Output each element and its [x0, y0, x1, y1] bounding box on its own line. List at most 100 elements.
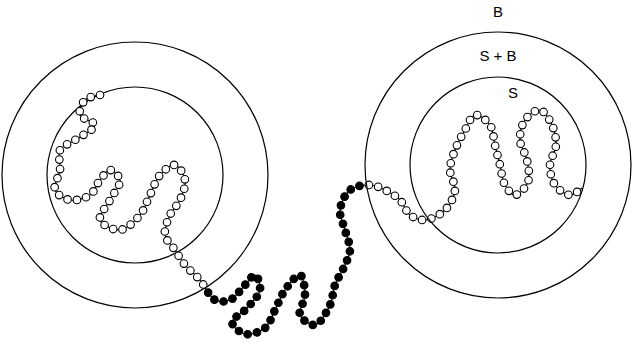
filled-bead: [261, 324, 269, 332]
filled-bead: [326, 301, 334, 309]
open-bead: [447, 159, 455, 167]
open-bead: [545, 116, 553, 124]
open-bead: [552, 134, 560, 142]
open-bead: [546, 161, 554, 169]
filled-bead: [271, 308, 279, 316]
filled-bead: [329, 291, 337, 299]
open-bead: [127, 221, 135, 229]
filled-bead: [220, 298, 228, 306]
open-bead: [55, 191, 63, 199]
open-bead: [450, 178, 458, 186]
open-bead: [448, 196, 456, 204]
open-bead: [398, 198, 406, 206]
circle-border: [410, 77, 586, 253]
filled-bead: [244, 330, 252, 338]
filled-bead: [204, 289, 212, 297]
filled-bead: [229, 295, 237, 303]
open-bead: [96, 214, 104, 222]
open-bead: [170, 161, 178, 169]
filled-bead: [322, 309, 330, 317]
inner-region-circle: S: [410, 77, 586, 253]
filled-bead: [345, 238, 353, 246]
outer-region-circle: S + B S: [365, 32, 631, 298]
open-bead: [88, 126, 96, 134]
open-bead: [94, 179, 102, 187]
open-bead: [51, 183, 59, 191]
open-bead: [187, 267, 195, 275]
filled-bead: [300, 281, 308, 289]
open-bead: [524, 113, 532, 121]
filled-bead: [301, 291, 309, 299]
open-bead: [517, 140, 525, 148]
open-bead: [521, 149, 529, 157]
filled-bead: [211, 296, 219, 304]
open-bead: [573, 188, 581, 196]
open-bead: [177, 167, 185, 175]
open-bead: [72, 136, 80, 144]
filled-bead: [235, 327, 243, 335]
filled-bead: [254, 275, 262, 283]
filled-bead: [279, 290, 287, 298]
filled-bead: [242, 281, 250, 289]
open-bead: [482, 116, 490, 124]
open-bead: [56, 156, 64, 164]
open-bead: [96, 91, 104, 99]
open-bead: [491, 142, 499, 150]
open-bead: [64, 196, 72, 204]
open-bead: [451, 187, 459, 195]
open-bead: [180, 185, 188, 193]
region-label: S + B: [479, 48, 516, 65]
open-bead: [139, 207, 147, 215]
filled-bead: [296, 309, 304, 317]
open-bead: [549, 124, 557, 132]
open-bead: [56, 165, 64, 173]
filled-bead: [299, 300, 307, 308]
filled-bead: [337, 202, 345, 210]
open-bead: [531, 107, 539, 115]
open-bead: [199, 281, 207, 289]
open-bead: [547, 170, 555, 178]
open-bead: [151, 181, 159, 189]
open-bead: [73, 196, 81, 204]
open-bead: [519, 121, 527, 129]
open-bead: [556, 187, 564, 195]
filled-bead: [343, 257, 351, 265]
open-bead: [115, 181, 123, 189]
open-bead: [80, 131, 88, 139]
open-bead: [525, 167, 533, 175]
open-bead: [409, 213, 417, 221]
open-bead: [180, 260, 188, 268]
open-bead: [453, 142, 461, 150]
open-bead: [462, 125, 470, 133]
open-bead: [89, 119, 97, 127]
open-bead: [516, 130, 524, 138]
filled-bead: [317, 317, 325, 325]
filled-bead: [339, 265, 347, 273]
open-bead: [436, 210, 444, 218]
filled-bead: [341, 193, 349, 201]
filled-bead: [253, 329, 261, 337]
filled-bead: [240, 307, 248, 315]
open-bead: [161, 228, 169, 236]
filled-bead: [336, 211, 344, 219]
open-bead: [498, 170, 506, 178]
filled-bead: [347, 186, 355, 194]
open-bead: [172, 202, 180, 210]
open-bead: [193, 273, 201, 281]
inner-region-circle: [47, 87, 223, 263]
open-bead: [181, 176, 189, 184]
region-label: S: [508, 85, 518, 102]
open-bead: [549, 152, 557, 160]
filled-bead: [290, 275, 298, 283]
open-bead: [418, 216, 426, 224]
open-bead: [114, 172, 122, 180]
open-bead: [403, 207, 411, 215]
open-bead: [167, 210, 175, 218]
filled-bead: [229, 320, 237, 328]
filled-bead: [235, 288, 243, 296]
open-bead: [109, 225, 117, 233]
filled-bead: [301, 317, 309, 325]
open-bead: [450, 150, 458, 158]
open-bead: [505, 187, 513, 195]
